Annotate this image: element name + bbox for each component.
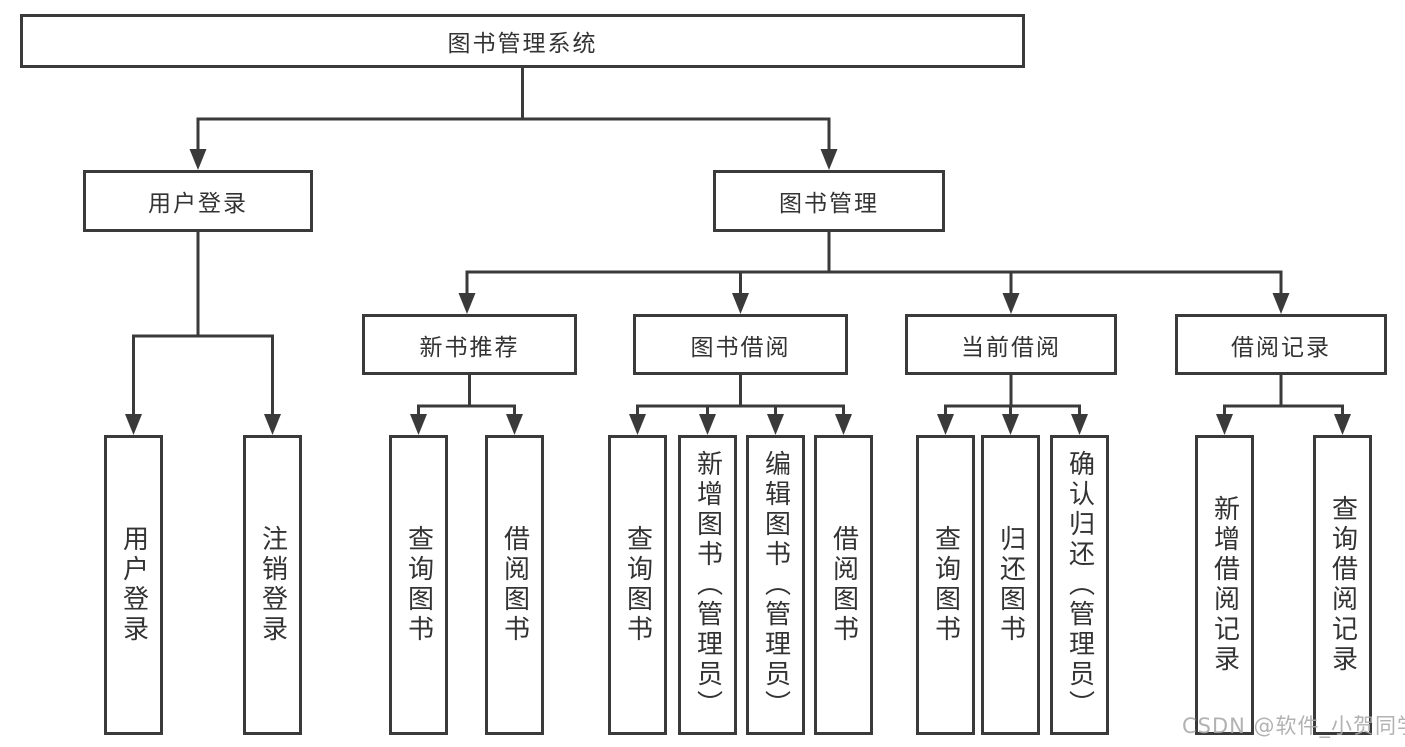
leaf-query-books-borrowing: 查询图书 bbox=[608, 435, 667, 735]
leaf-add-book-admin: 新增图书（管理员） bbox=[678, 435, 737, 735]
node-current-borrowing: 当前借阅 bbox=[905, 314, 1117, 375]
leaf-confirm-return-admin: 确认归还（管理员） bbox=[1050, 435, 1109, 735]
leaf-edit-book-admin: 编辑图书（管理员） bbox=[746, 435, 805, 735]
node-user-login: 用户登录 bbox=[83, 170, 313, 232]
node-book-management: 图书管理 bbox=[713, 170, 945, 232]
leaf-borrow-books-borrowing: 借阅图书 bbox=[814, 435, 873, 735]
node-library-management-system: 图书管理系统 bbox=[20, 14, 1025, 68]
leaf-query-books-recommend: 查询图书 bbox=[389, 435, 448, 735]
leaf-logout: 注销登录 bbox=[243, 435, 302, 735]
leaf-return-book: 归还图书 bbox=[981, 435, 1040, 735]
node-borrowing-records: 借阅记录 bbox=[1175, 314, 1387, 375]
leaf-query-books-current: 查询图书 bbox=[916, 435, 975, 735]
leaf-add-borrow-record: 新增借阅记录 bbox=[1195, 435, 1254, 735]
csdn-watermark: CSDN @软件_小贺同学 bbox=[1182, 714, 1405, 738]
node-book-borrowing: 图书借阅 bbox=[633, 314, 848, 375]
node-new-book-recommendation: 新书推荐 bbox=[362, 314, 577, 375]
arrowheads bbox=[125, 149, 1351, 435]
leaf-borrow-books-recommend: 借阅图书 bbox=[485, 435, 544, 735]
leaf-query-borrow-record: 查询借阅记录 bbox=[1313, 435, 1372, 735]
leaf-user-login: 用户登录 bbox=[104, 435, 163, 735]
